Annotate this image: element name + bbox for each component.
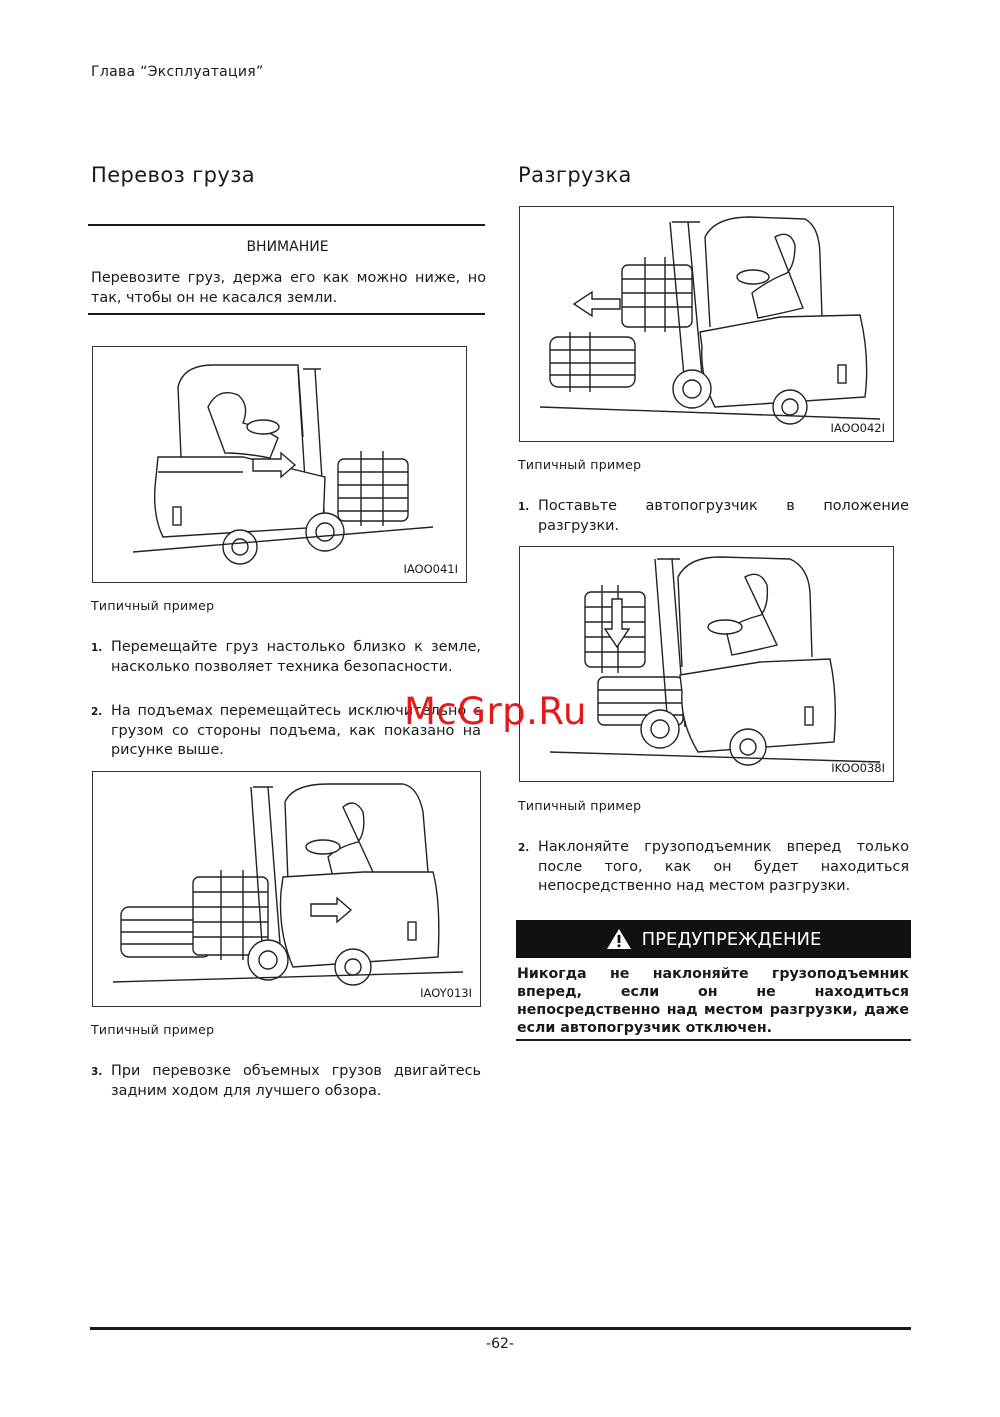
- section-title-unloading: Разгрузка: [518, 163, 632, 187]
- footer-rule: [90, 1327, 911, 1330]
- warning-banner: ПРЕДУПРЕЖДЕНИЕ: [516, 920, 911, 958]
- caution-text: Перевозите груз, держа его как можно ниж…: [91, 270, 486, 306]
- forklift-reverse-figure: IAOY013I: [92, 771, 481, 1007]
- caution-title: ВНИМАНИЕ: [246, 239, 329, 255]
- figure-caption: Типичный пример: [91, 1022, 215, 1037]
- step-item: 1. Поставьте автопогрузчик в положение р…: [518, 497, 909, 536]
- step-item: 1. Перемещайте груз настолько близко к з…: [91, 638, 481, 677]
- forklift-tilt-figure: IKOO038I: [519, 546, 894, 782]
- figure-caption: Типичный пример: [91, 598, 215, 613]
- forklift-unloading-figure: IAOO042I: [519, 206, 894, 442]
- warning-title: ПРЕДУПРЕЖДЕНИЕ: [641, 928, 822, 950]
- watermark: McGrp.Ru: [404, 690, 587, 733]
- forklift-illustration-icon: [132, 364, 434, 565]
- section-title-transport: Перевоз груза: [91, 163, 256, 187]
- figure-caption: Типичный пример: [518, 457, 642, 472]
- page-number: -62-: [486, 1336, 514, 1352]
- figure-code: IKOO038I: [831, 761, 885, 775]
- forklift-reverse-illustration-icon: [112, 783, 464, 986]
- warning-triangle-icon: [606, 929, 631, 949]
- figure-code: IAOY013I: [420, 986, 472, 1000]
- forklift-unloading-illustration-icon: [539, 216, 881, 425]
- step-number: 3.: [91, 1066, 103, 1078]
- step-number: 1.: [91, 642, 103, 654]
- step-text: Поставьте автопогрузчик в положение разг…: [538, 498, 909, 534]
- figure-code: IAOO041I: [403, 562, 458, 576]
- step-text: При перевозке объемных грузов двигайтесь…: [111, 1063, 481, 1099]
- chapter-header: Глава “Эксплуатация”: [91, 64, 264, 80]
- caution-bottom-rule: [88, 313, 485, 315]
- step-number: 2.: [518, 842, 530, 854]
- step-item: 2. Наклоняйте грузоподъемник вперед толь…: [518, 838, 909, 897]
- forklift-tilt-illustration-icon: [549, 556, 881, 766]
- step-item: 3. При перевозке объемных грузов двигайт…: [91, 1062, 481, 1101]
- warning-text: Никогда не наклоняйте грузоподъемник впе…: [517, 966, 909, 1036]
- step-item: 2. На подъемах перемещайтесь исключитель…: [91, 702, 481, 761]
- step-text: Перемещайте груз настолько близко к земл…: [111, 639, 481, 675]
- step-number: 2.: [91, 706, 103, 718]
- caution-top-rule: [88, 224, 485, 226]
- step-text: Наклоняйте грузоподъемник вперед только …: [538, 839, 909, 894]
- figure-code: IAOO042I: [830, 421, 885, 435]
- step-number: 1.: [518, 501, 530, 513]
- figure-caption: Типичный пример: [518, 798, 642, 813]
- warning-bottom-rule: [516, 1039, 911, 1041]
- forklift-carrying-figure: IAOO041I: [92, 346, 467, 583]
- step-text: На подъемах перемещайтесь исключительно …: [111, 703, 481, 758]
